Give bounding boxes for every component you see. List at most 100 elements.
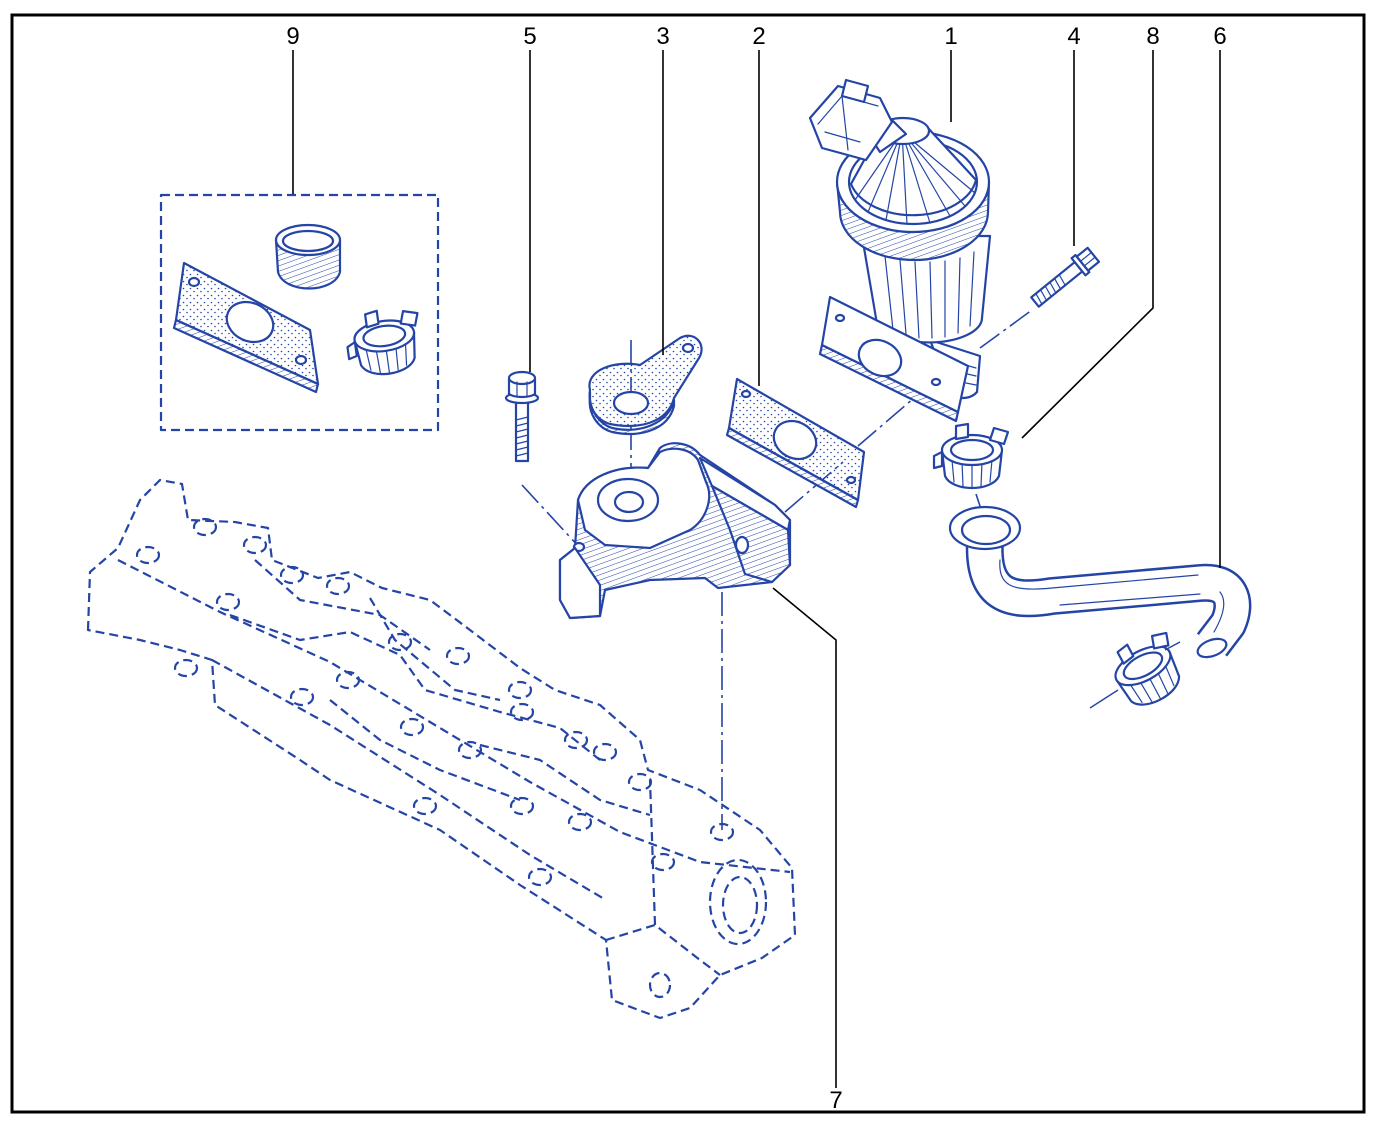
manifold-boss (507, 680, 533, 700)
adaptor-gasket-bore (612, 390, 650, 416)
manifold-boss (509, 702, 535, 722)
lower-clamp-leader (1089, 689, 1119, 709)
clamp-side-lug (932, 450, 944, 470)
center-line (521, 484, 581, 549)
bracket-leg (558, 546, 602, 620)
manifold-boss (192, 517, 218, 537)
callout-1: 1 (944, 23, 957, 50)
callout-4: 4 (1067, 23, 1080, 50)
valve-flange-bolt-hole (930, 377, 942, 387)
kit-dashed-border (159, 193, 440, 432)
manifold-boss (592, 742, 618, 762)
kit-gasket-hole (225, 300, 275, 344)
hose-clamp-upper (932, 422, 1010, 489)
lower-clamp-leader (1164, 641, 1181, 651)
leader-8 (1021, 50, 1154, 439)
bolt-head-top (507, 370, 537, 386)
manifold-boss (567, 812, 593, 832)
manifold-boss (412, 796, 438, 816)
kit-gasket (172, 261, 320, 394)
valve-cone-ribs (854, 131, 976, 225)
exhaust-manifold-outline (86, 478, 797, 1020)
valve-mounting-bolt (1030, 246, 1101, 308)
callout-8: 8 (1146, 23, 1159, 50)
manifold-boss (279, 565, 305, 585)
pipe-fill (968, 539, 1249, 655)
callout-leaders (292, 50, 1221, 1088)
connector-latch (840, 78, 870, 104)
clamp-tab (1116, 643, 1135, 665)
valve-flange-gasket (725, 377, 866, 509)
manifold-boss (215, 592, 241, 612)
valve-flange-bolt-hole (834, 313, 846, 323)
bolt-head-flats (516, 381, 528, 397)
callout-7: 7 (829, 1087, 842, 1114)
ring-bore (281, 229, 335, 253)
bracket-flange-face (710, 484, 792, 584)
hose-clamp-lower (1114, 631, 1181, 706)
manifold-boss (648, 971, 672, 999)
manifold-boss (135, 545, 161, 565)
clamp-tab (363, 309, 380, 329)
clamp-tab (399, 310, 419, 327)
gasket-kit-box (159, 193, 440, 432)
adaptor-gasket-bolt-hole (681, 342, 695, 354)
kit-gasket-bolt-hole (187, 276, 201, 288)
pipe-socket-bore (960, 514, 1012, 546)
callout-2: 2 (752, 23, 765, 50)
pipe-outlet-end (1196, 637, 1228, 659)
manifold-boss (563, 730, 589, 750)
diagram-frame (10, 13, 1366, 1114)
mounting-bolt-short (504, 370, 540, 463)
callout-6: 6 (1213, 23, 1226, 50)
manifold-boss (527, 867, 553, 887)
manifold-boss (627, 772, 653, 792)
manifold-boss (242, 535, 268, 555)
clamp-ribs (951, 459, 993, 489)
flange-gasket-bolt-hole (845, 475, 857, 485)
clamp-bore (949, 438, 995, 462)
kit-gasket-bolt-hole (294, 354, 308, 366)
manifold-front-edge (211, 659, 607, 901)
clamp-ribs (1129, 664, 1175, 704)
clamp-tab (988, 426, 1010, 446)
clamp-bore (362, 324, 407, 348)
bolt-head (1075, 246, 1101, 272)
manifold-boss (650, 852, 676, 872)
manifold-egr-port (708, 858, 768, 946)
center-line (784, 461, 844, 513)
egr-pipe (948, 505, 1252, 659)
manifold-egr-port-inner (721, 875, 759, 935)
clamp-bore (1122, 651, 1164, 681)
manifold-bolt-bosses (135, 517, 735, 999)
clamp-tab (954, 422, 970, 441)
manifold-boss (399, 717, 425, 737)
manifold-boss (509, 796, 535, 816)
bracket-bore (613, 490, 645, 514)
bracket-flange-bolt-hole (734, 535, 750, 555)
adaptor-gasket (588, 334, 703, 436)
kit-sealing-ring (274, 223, 342, 290)
bolt-threads (1035, 274, 1066, 305)
manifold-boss (325, 576, 351, 596)
callout-5: 5 (523, 23, 536, 50)
clamp-ribs (365, 342, 408, 375)
bolt-threads (515, 416, 529, 457)
bolt-head-flats (1079, 251, 1096, 267)
manifold-boss (387, 632, 413, 652)
callout-3: 3 (656, 23, 669, 50)
clamp-side-lug (346, 341, 358, 361)
center-line (979, 309, 1033, 349)
clamp-tab (1150, 631, 1170, 650)
manifold-boss (173, 658, 199, 678)
valve-flange-port (857, 338, 903, 378)
kit-clamp (346, 309, 419, 376)
valve-body-ribs (884, 251, 975, 339)
callout-9: 9 (286, 23, 299, 50)
callout-numbers: 9 5 3 2 1 4 8 6 7 (286, 23, 1226, 1114)
manifold-boss (335, 670, 361, 690)
egr-adaptor-bracket (558, 442, 792, 620)
manifold-boss (457, 740, 483, 760)
adaptor-gasket-edge (588, 390, 676, 436)
